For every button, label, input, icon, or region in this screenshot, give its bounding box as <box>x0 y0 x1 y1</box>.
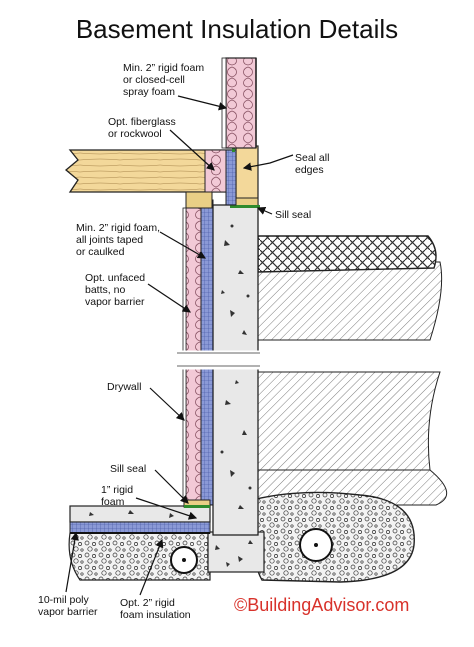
break-lines <box>177 350 440 370</box>
lower-soil <box>257 371 447 506</box>
label-rigid-foam-top: Min. 2” rigid foam or closed-cell spray … <box>123 62 205 98</box>
copyright-notice: ©BuildingAdvisor.com <box>234 595 410 615</box>
leader-lines <box>65 95 294 596</box>
label-sill-seal-bottom: Sill seal <box>110 463 147 475</box>
label-drywall: Drywall <box>107 381 142 393</box>
floor-framing <box>64 57 260 209</box>
label-seal-edges: Seal all edges <box>295 152 330 176</box>
drain-pipes <box>170 528 333 574</box>
label-rigid-foam-wall: Min. 2” rigid foam, all joints taped or … <box>76 222 161 258</box>
footing <box>207 531 265 573</box>
label-poly-barrier: 10-mil poly vapor barrier <box>38 594 98 618</box>
label-rigid-foam-1in: 1” rigid foam <box>101 484 134 508</box>
label-sill-seal-top: Sill seal <box>275 209 312 221</box>
upper-soil <box>257 235 443 341</box>
label-fiberglass: Opt. fiberglass or rockwool <box>108 116 176 140</box>
floor-slab <box>69 499 211 534</box>
label-foam-insulation-2in: Opt. 2” rigid foam insulation <box>120 597 191 621</box>
label-unfaced-batts: Opt. unfaced batts, no vapor barrier <box>85 272 146 308</box>
foundation-wall <box>212 204 259 536</box>
page-title: Basement Insulation Details <box>75 14 399 44</box>
